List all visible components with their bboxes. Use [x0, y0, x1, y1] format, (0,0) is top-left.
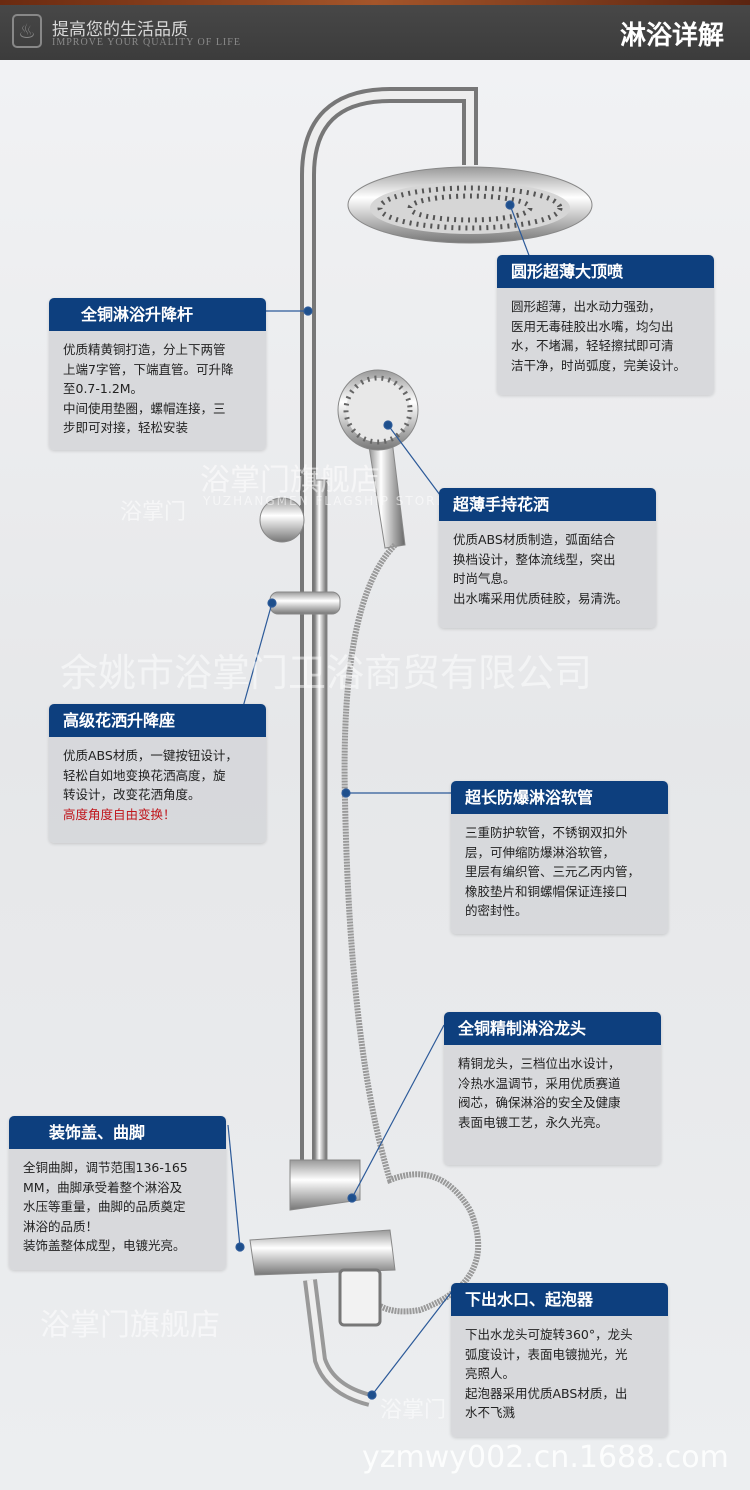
- callout-line: 步即可对接，轻松安装: [63, 420, 189, 435]
- slide-bar: [314, 479, 328, 1171]
- slogan: 提高您的生活品质: [52, 20, 188, 40]
- callout-line: 表面电镀工艺，永久光亮。: [458, 1114, 609, 1130]
- callout-line: 装饰盖整体成型，电镀光亮。: [23, 1238, 186, 1253]
- callout-line: 下出水龙头可旋转360°，龙头: [465, 1327, 633, 1342]
- page-header: ♨ 提高您的生活品质 IMPROVE YOUR QUALITY OF LIFE …: [0, 5, 750, 60]
- riser-pipe: [300, 87, 478, 1180]
- callout-slide-seat: 高级花洒升降座 优质ABS材质，一键按钮设计， 轻松自如地变换花洒高度，旋转设计，…: [49, 704, 266, 843]
- callout-line: 轻松自如地变换花洒高度，旋: [63, 767, 226, 783]
- callout-line: 亮照人。: [465, 1366, 516, 1381]
- callout-line: 优质ABS材质制造，弧面结合: [453, 532, 616, 547]
- wall-bracket: [259, 497, 341, 615]
- callout-riser-pipe: 全铜淋浴升降杆 优质精黄铜打造，分上下两管上端7字管，下端直管。可升降至0.7-…: [49, 298, 266, 450]
- callout-overhead-shower: 圆形超薄大顶喷 圆形超薄，出水动力强劲， 医用无毒硅胶出水嘴，均匀出水，不堵漏，轻…: [497, 255, 714, 395]
- callout-hand-shower: 超薄手持花洒 优质ABS材质制造，弧面结合换档设计，整体流线型，突出时尚气息。出…: [439, 488, 656, 628]
- callout-line: 阀芯，确保淋浴的安全及健康: [458, 1095, 621, 1110]
- callout-line: 弧度设计，表面电镀抛光，光: [465, 1346, 628, 1362]
- callout-title: 全铜精制淋浴龙头: [444, 1012, 661, 1045]
- page-title: 淋浴详解: [619, 21, 724, 51]
- callout-line: 时尚气息。: [453, 571, 516, 586]
- callout-line: 淋浴的品质！: [23, 1218, 99, 1234]
- callout-line: 水压等重量，曲脚的品质奠定: [23, 1199, 186, 1214]
- callout-faucet: 全铜精制淋浴龙头 精铜龙头，三档位出水设计， 冷热水温调节，采用优质赛道阀芯，确保…: [444, 1012, 661, 1165]
- callout-line: 精铜龙头，三档位出水设计，: [458, 1056, 621, 1071]
- brand-logo-icon: ♨: [12, 14, 42, 48]
- callout-spout: 下出水口、起泡器 下出水龙头可旋转360°，龙头弧度设计，表面电镀抛光，光亮照人…: [451, 1283, 668, 1437]
- callout-leader-lines: [227, 200, 531, 1400]
- callout-title: 圆形超薄大顶喷: [497, 255, 714, 288]
- hand-shower: [337, 369, 419, 549]
- callout-line: 转设计，改变花洒角度。: [63, 787, 201, 802]
- callout-title: 装饰盖、曲脚: [9, 1116, 226, 1149]
- callout-line: 水，不堵漏，轻轻擦拭即可清: [511, 338, 674, 353]
- callout-line: 三重防护软管，不锈钢双扣外: [465, 825, 628, 840]
- top-decor-stripe: [0, 0, 750, 5]
- callout-line: 全铜曲脚，调节范围136-165: [23, 1160, 188, 1175]
- callout-line: 医用无毒硅胶出水嘴，均匀出: [511, 318, 674, 334]
- callout-title: 超长防爆淋浴软管: [451, 781, 668, 814]
- callout-line: MM，曲脚承受着整个淋浴及: [23, 1179, 183, 1195]
- callout-title: 超薄手持花洒: [439, 488, 656, 521]
- callout-line: 至0.7-1.2M。: [63, 381, 144, 396]
- callout-line: 冷热水温调节，采用优质赛道: [458, 1075, 621, 1091]
- slogan-en: IMPROVE YOUR QUALITY OF LIFE: [52, 37, 241, 48]
- callout-hose: 超长防爆淋浴软管 三重防护软管，不锈钢双扣外层，可伸缩防爆淋浴软管， 里层有编织管…: [451, 781, 668, 934]
- callout-line: 橡胶垫片和铜螺帽保证连接口: [465, 883, 628, 899]
- callout-line: 的密封性。: [465, 903, 528, 918]
- callout-line: 出水嘴采用优质硅胶，易清洗。: [453, 590, 629, 606]
- callout-line: 优质ABS材质，一键按钮设计，: [63, 748, 238, 763]
- callout-line: 圆形超薄，出水动力强劲，: [511, 299, 662, 314]
- callout-highlight: 高度角度自由变换！: [63, 806, 176, 822]
- callout-line: 洁干净，时尚弧度，完美设计。: [511, 357, 687, 373]
- overhead-shower-head: [347, 166, 593, 244]
- callout-line: 上端7字管，下端直管。可升降: [63, 361, 234, 377]
- callout-line: 中间使用垫圈，螺帽连接，三: [63, 400, 226, 416]
- faucet-body: [249, 1159, 396, 1407]
- callout-title: 下出水口、起泡器: [451, 1283, 668, 1316]
- shower-hose: [341, 542, 482, 1315]
- callout-line: 水不飞溅: [465, 1405, 516, 1420]
- callout-line: 优质精黄铜打造，分上下两管: [63, 342, 226, 357]
- callout-title: 高级花洒升降座: [49, 704, 266, 737]
- callout-title: 全铜淋浴升降杆: [49, 298, 266, 331]
- callout-line: 里层有编织管、三元乙丙内管，: [465, 864, 641, 879]
- slide-seat: [269, 591, 341, 615]
- callout-line: 起泡器采用优质ABS材质，出: [465, 1385, 628, 1401]
- callout-line: 层，可伸缩防爆淋浴软管，: [465, 844, 616, 860]
- callout-line: 换档设计，整体流线型，突出: [453, 551, 616, 567]
